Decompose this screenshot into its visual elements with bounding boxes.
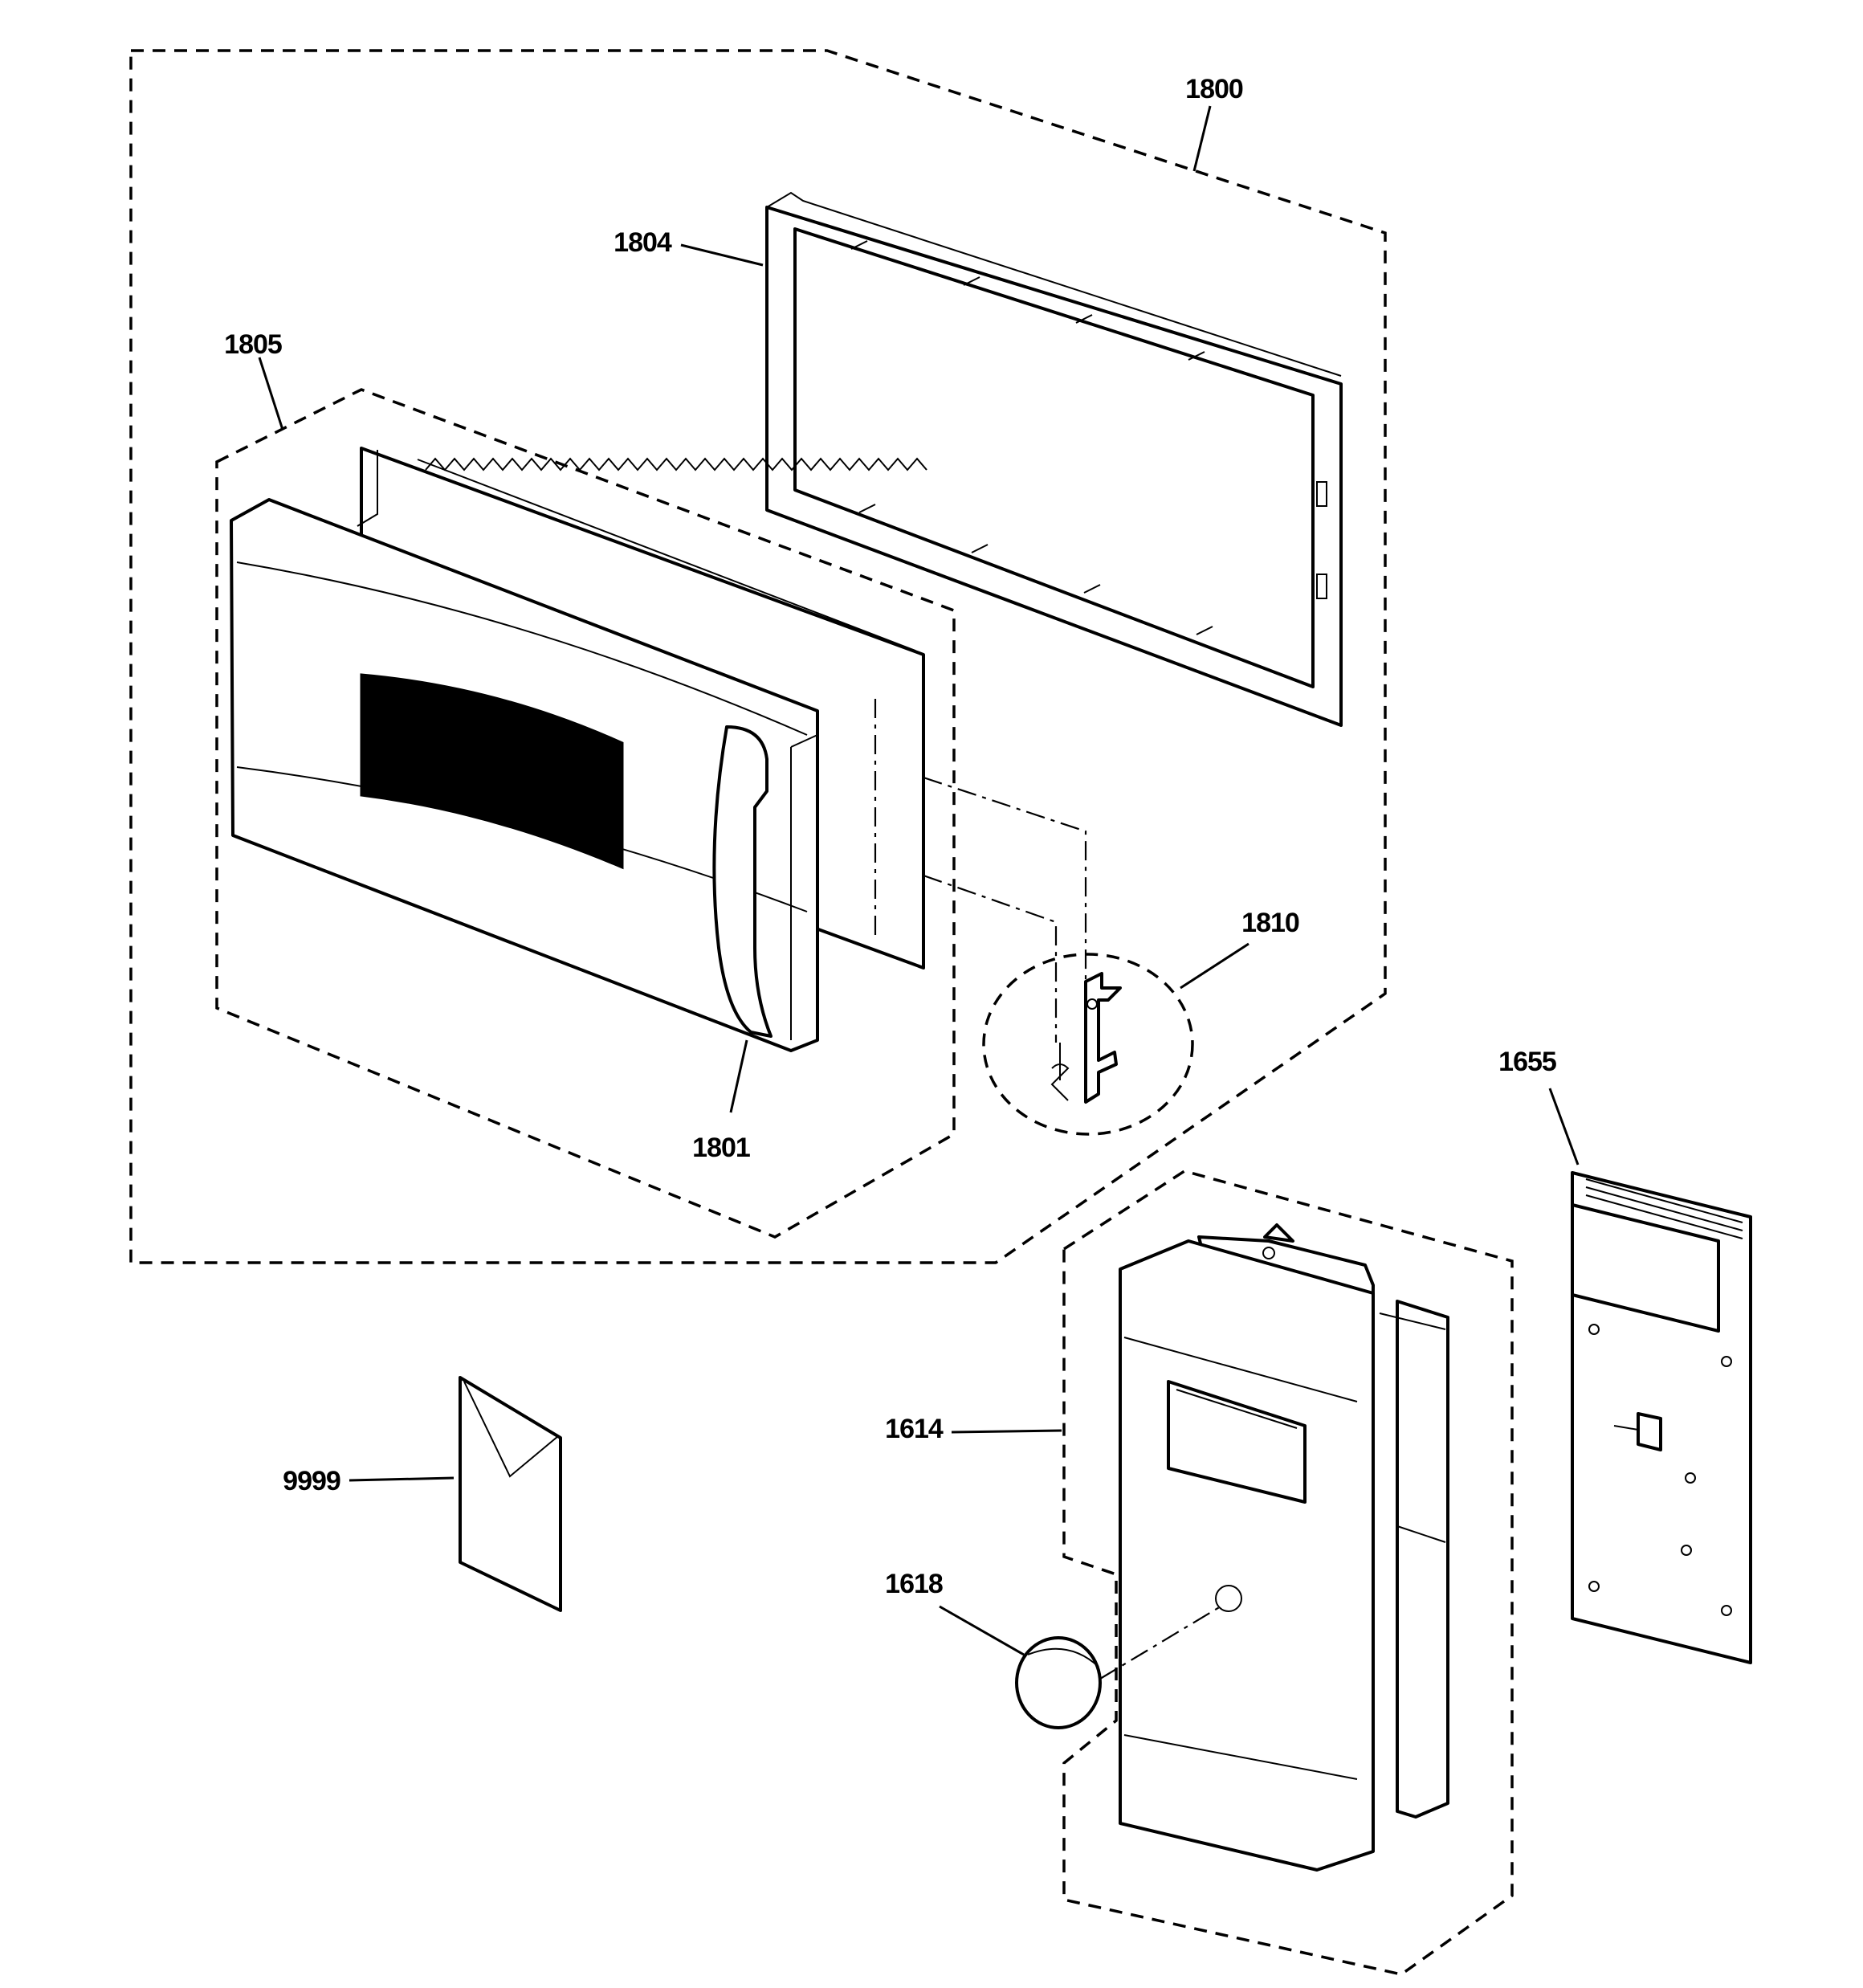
leader-1618: [939, 1605, 1025, 1656]
callout-1810: 1810: [1241, 908, 1299, 938]
latch-phantom-line-2: [923, 874, 1058, 1043]
leader-9999: [349, 1476, 455, 1482]
callout-1618: 1618: [885, 1569, 943, 1599]
assembly-1805-outline: [215, 388, 956, 1239]
callout-1614: 1614: [885, 1414, 944, 1444]
callout-1804: 1804: [614, 227, 672, 258]
part-1810-latch: [1050, 972, 1122, 1104]
assembly-1614-outline: [1062, 1170, 1514, 1976]
callout-1800: 1800: [1185, 74, 1243, 104]
assembly-1800-outline: [129, 49, 1387, 1264]
leader-1805: [258, 357, 284, 431]
leader-1804: [680, 243, 764, 267]
part-9999-literature: [459, 1376, 562, 1612]
callout-1655: 1655: [1498, 1047, 1556, 1077]
assembly-1810-outline: [982, 953, 1194, 1136]
leader-1655: [1548, 1088, 1580, 1165]
part-1804-door-frame: [765, 191, 1343, 727]
leader-1801: [729, 1039, 748, 1113]
callout-1801: 1801: [692, 1133, 750, 1163]
part-1805-door-assembly: [230, 447, 927, 1052]
leader-1810: [1180, 942, 1249, 990]
leader-1614: [951, 1429, 1062, 1434]
callout-9999: 9999: [283, 1466, 340, 1496]
callout-1805: 1805: [224, 329, 282, 360]
part-1618-knob: [1015, 1636, 1102, 1729]
part-1655-control-board: [1571, 1171, 1752, 1664]
part-1614-control-panel: [1119, 1223, 1449, 1872]
knob-phantom-line: [1099, 1606, 1221, 1680]
latch-phantom-line: [923, 776, 1087, 982]
leader-1800: [1192, 105, 1212, 172]
